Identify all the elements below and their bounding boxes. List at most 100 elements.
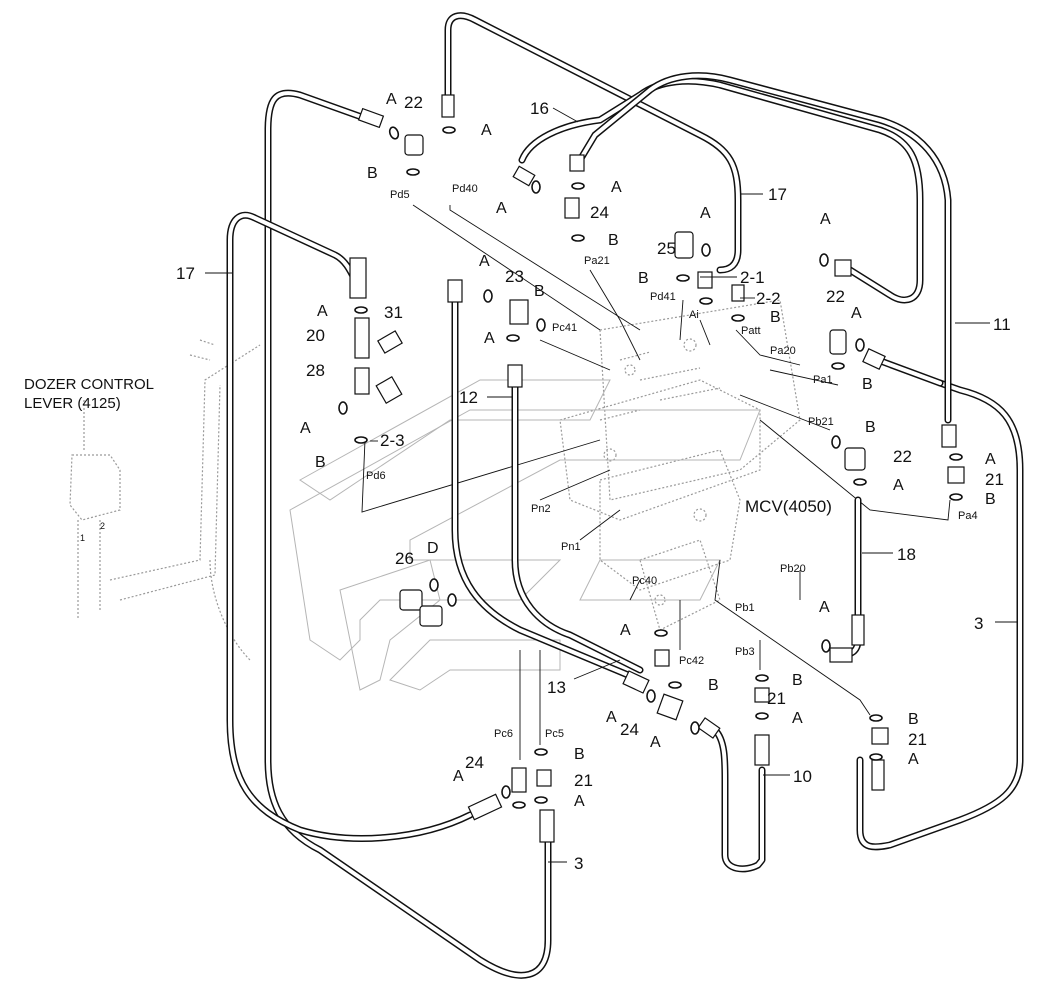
letter-a: A [479,253,490,270]
port-leader-lines [361,204,951,760]
part-25: 25 [657,239,676,258]
port-pb21: Pb21 [808,416,834,428]
letter-a: A [792,710,803,727]
part-10: 10 [793,767,812,786]
watermark-logo [289,379,761,691]
port-pb20: Pb20 [780,563,806,575]
letter-a: A [611,179,622,196]
o-rings [338,126,963,809]
part-17-left: 17 [176,264,195,283]
part-11: 11 [993,315,1011,334]
port-pc41: Pc41 [552,322,577,334]
part-number-labels: 17 22 16 17 24 25 2-1 2-2 22 11 23 31 20… [176,93,1011,873]
part-17-top: 17 [768,185,787,204]
part-21-bottom: 21 [574,771,593,790]
part-21-lower: 21 [908,730,927,749]
part-22-top: 22 [404,93,423,112]
mcv-valve-block [559,299,801,631]
part-2-1: 2-1 [740,268,765,287]
port-pa20: Pa20 [770,345,796,357]
lever-port-1: 1 [80,533,85,543]
part-24-bottom: 24 [465,753,484,772]
letter-b: B [534,283,545,300]
letter-a: A [700,205,711,222]
letter-a: A [893,477,904,494]
letter-a: A [851,305,862,322]
part-22-lower: 22 [893,447,912,466]
part-26: 26 [395,549,414,568]
port-pb1: Pb1 [735,602,755,614]
port-labels: Pd5 Pd40 Pa21 Pd41 Ai Patt Pa20 Pa1 Pb21… [366,183,978,740]
part-20: 20 [306,326,325,345]
part-13: 13 [547,678,566,697]
letter-b: B [574,746,585,763]
letter-a: A [985,451,996,468]
port-pc6: Pc6 [494,728,513,740]
part-18: 18 [897,545,916,564]
hoses [226,12,1024,979]
letter-a: A [574,793,585,810]
port-pd5: Pd5 [390,189,410,201]
port-pc40: Pc40 [632,575,657,587]
port-ai: Ai [689,309,699,321]
letter-a: A [650,734,661,751]
letter-a: A [300,420,311,437]
caption-line-2: LEVER (4125) [24,395,121,412]
port-pd40: Pd40 [452,183,478,195]
letter-b: B [865,419,876,436]
letter-b: B [608,232,619,249]
washer-letter-labels: A B A A A B A B A B A B B A A B A B A A … [300,91,996,810]
letter-b: B [792,672,803,689]
letter-a: A [908,751,919,768]
letter-b: B [862,376,873,393]
part-16: 16 [530,99,549,118]
letter-b: B [985,491,996,508]
letter-a: A [820,211,831,228]
port-pc42: Pc42 [679,655,704,667]
mcv-label: MCV(4050) [745,497,832,516]
caption-line-1: DOZER CONTROL [24,376,154,393]
letter-b: B [908,711,919,728]
letter-a: A [317,303,328,320]
part-24-mid: 24 [620,720,639,739]
port-pd6: Pd6 [366,470,386,482]
part-21-mid: 21 [767,689,786,708]
port-pa21: Pa21 [584,255,610,267]
part-23: 23 [505,267,524,286]
letter-b: B [367,165,378,182]
letter-a: A [386,91,397,108]
letter-a: A [620,622,631,639]
part-3-right: 3 [974,614,983,633]
part-2-3: 2-3 [380,431,405,450]
part-2-2: 2-2 [756,289,781,308]
letter-b: B [315,454,326,471]
callout-leaders [205,107,1018,863]
part-24-top: 24 [590,203,609,222]
port-pa1: Pa1 [813,374,833,386]
letter-a: A [484,330,495,347]
letter-a: A [606,709,617,726]
part-12: 12 [459,388,478,407]
port-pc5: Pc5 [545,728,564,740]
letter-b: B [638,270,649,287]
part-28: 28 [306,361,325,380]
letter-a: A [453,768,464,785]
port-pn1: Pn1 [561,541,581,553]
letter-b: B [770,309,781,326]
letter-a: A [496,200,507,217]
letter-a: A [481,122,492,139]
letter-d: D [427,540,439,557]
port-pa4: Pa4 [958,510,978,522]
letter-b: B [708,677,719,694]
port-pb3: Pb3 [735,646,755,658]
lever-port-2: 2 [100,521,105,531]
letter-a: A [819,599,830,616]
part-22-right: 22 [826,287,845,306]
fittings [349,94,965,843]
part-31: 31 [384,303,403,322]
part-3-bottom: 3 [574,854,583,873]
part-21-right: 21 [985,470,1004,489]
port-pn2: Pn2 [531,503,551,515]
port-pd41: Pd41 [650,291,676,303]
